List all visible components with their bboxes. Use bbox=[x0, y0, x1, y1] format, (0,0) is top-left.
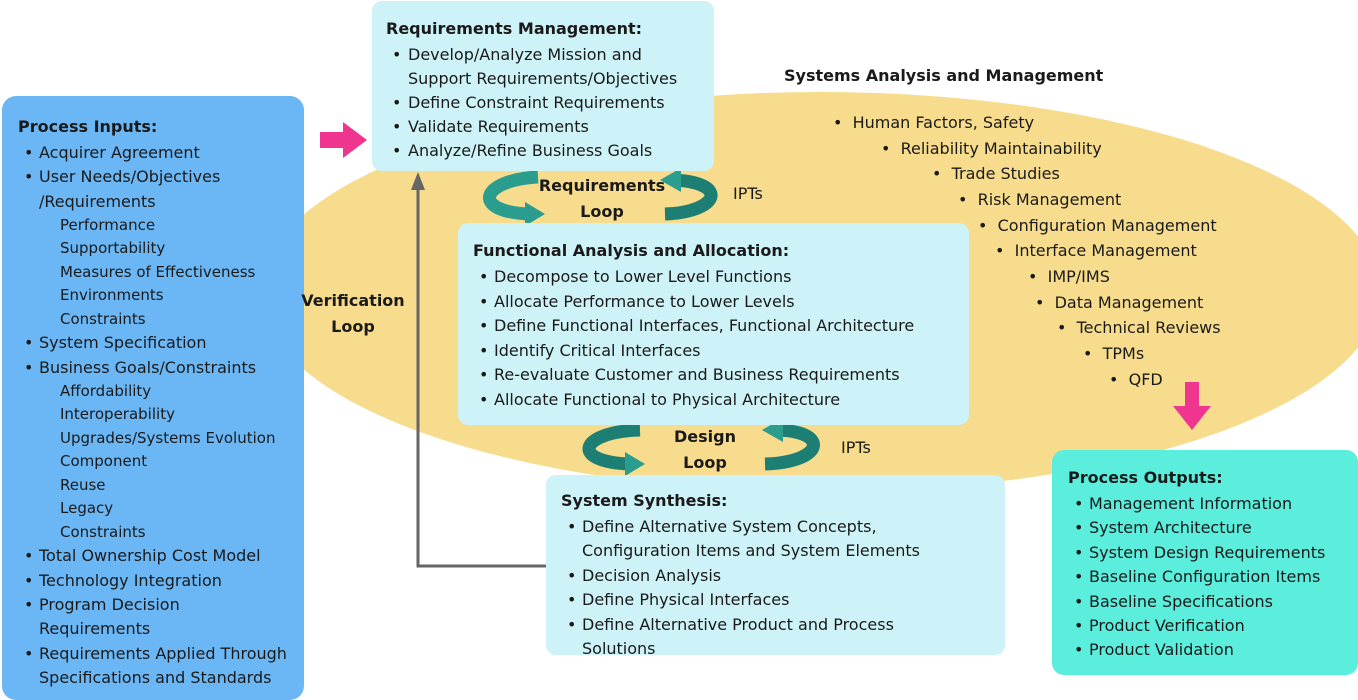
process-outputs-list: Management Information System Architectu… bbox=[1068, 492, 1358, 663]
sam-item: Trade Studies bbox=[932, 164, 1060, 183]
system-synthesis-list: Define Alternative System Concepts, Conf… bbox=[561, 515, 971, 661]
requirements-management-title: Requirements Management: bbox=[386, 19, 643, 38]
functional-analysis-list: Decompose to Lower Level Functions Alloc… bbox=[473, 265, 969, 413]
process-inputs-title: Process Inputs: bbox=[18, 117, 158, 136]
list-item: Allocate Performance to Lower Levels bbox=[473, 290, 969, 315]
ipts-label-top: IPTs bbox=[733, 184, 763, 203]
list-item: System Architecture bbox=[1068, 516, 1358, 541]
list-item: Re-evaluate Customer and Business Requir… bbox=[473, 363, 969, 388]
inputs-to-requirements-arrow bbox=[320, 122, 367, 158]
verification-loop-label: Verification Loop bbox=[301, 291, 405, 336]
list-item: Product Validation bbox=[1068, 638, 1358, 663]
list-item: Define Functional Interfaces, Functional… bbox=[473, 314, 969, 339]
system-synthesis-title: System Synthesis: bbox=[561, 491, 728, 510]
sam-item: QFD bbox=[1109, 370, 1163, 389]
sub-list-item: Affordability bbox=[60, 381, 152, 400]
list-item: Allocate Functional to Physical Architec… bbox=[473, 388, 969, 413]
sub-list-item: Supportability bbox=[60, 239, 166, 258]
list-item: Analyze/Refine Business Goals bbox=[386, 139, 686, 163]
ipts-label-bottom: IPTs bbox=[841, 438, 871, 457]
verification-loop-arrow bbox=[416, 182, 548, 568]
sub-list-item: Measures of Effectiveness bbox=[60, 262, 256, 281]
sam-item: Interface Management bbox=[995, 241, 1197, 260]
sam-item: IMP/IMS bbox=[1028, 267, 1110, 286]
requirements-loop-label: Requirements Loop bbox=[538, 176, 666, 221]
process-inputs-list: Acquirer AgreementUser Needs/Objectives … bbox=[18, 141, 304, 690]
functional-analysis-box: Functional Analysis and Allocation: Deco… bbox=[458, 223, 969, 425]
list-item: Identify Critical Interfaces bbox=[473, 339, 969, 364]
list-item: System Design Requirements bbox=[1068, 541, 1358, 566]
requirements-management-box: Requirements Management: Develop/Analyze… bbox=[372, 1, 714, 171]
list-item: Develop/Analyze Mission and Support Requ… bbox=[386, 43, 686, 91]
sam-item: Technical Reviews bbox=[1057, 318, 1221, 337]
sam-item: Risk Management bbox=[958, 190, 1122, 209]
list-item: Define Constraint Requirements bbox=[386, 91, 686, 115]
list-item: Total Ownership Cost Model bbox=[18, 544, 289, 569]
list-item: Acquirer Agreement bbox=[18, 141, 289, 166]
list-item: Decompose to Lower Level Functions bbox=[473, 265, 969, 290]
list-item: Business Goals/Constraints bbox=[18, 356, 289, 381]
sub-list-item: Constraints bbox=[60, 309, 146, 328]
verification-arrowhead bbox=[411, 172, 425, 190]
requirements-management-list: Develop/Analyze Mission and Support Requ… bbox=[386, 43, 686, 163]
sam-item: TPMs bbox=[1083, 344, 1145, 363]
list-item: Requirements Applied Through Specificati… bbox=[18, 642, 289, 691]
sub-list-item: Upgrades/Systems Evolution bbox=[60, 428, 276, 447]
list-item: Decision Analysis bbox=[561, 564, 971, 589]
process-outputs-box: Process Outputs: Management Information … bbox=[1052, 450, 1358, 675]
list-item: Management Information bbox=[1068, 492, 1358, 517]
process-inputs-box: Process Inputs: Acquirer AgreementUser N… bbox=[2, 96, 304, 700]
requirements-loop-arrows bbox=[483, 168, 718, 226]
sam-item: Data Management bbox=[1035, 293, 1204, 312]
list-item: Define Physical Interfaces bbox=[561, 588, 971, 613]
sub-list-item: Performance bbox=[60, 215, 156, 234]
sam-item: Human Factors, Safety bbox=[833, 113, 1034, 132]
list-item: Product Verification bbox=[1068, 614, 1358, 639]
list-item: Baseline Configuration Items bbox=[1068, 565, 1358, 590]
process-outputs-title: Process Outputs: bbox=[1068, 468, 1223, 487]
systems-analysis-title: Systems Analysis and Management bbox=[784, 66, 1104, 85]
system-synthesis-box: System Synthesis: Define Alternative Sys… bbox=[546, 475, 1005, 658]
list-item: Technology Integration bbox=[18, 569, 289, 594]
sub-list-item: Legacy Constraints bbox=[60, 499, 146, 541]
design-loop-label: Design Loop bbox=[674, 427, 736, 472]
sub-list-item: Interoperability bbox=[60, 405, 175, 424]
to-outputs-arrow bbox=[1173, 382, 1211, 430]
list-item: Program Decision Requirements bbox=[18, 593, 289, 642]
list-item: Define Alternative System Concepts, Conf… bbox=[561, 515, 971, 564]
list-item: System Specification bbox=[18, 331, 289, 356]
functional-analysis-title: Functional Analysis and Allocation: bbox=[473, 241, 790, 260]
sub-list-item: Component Reuse bbox=[60, 452, 148, 494]
sam-item: Reliability Maintainability bbox=[881, 139, 1102, 158]
list-item: User Needs/Objectives /Requirements bbox=[18, 165, 289, 214]
list-item: Define Alternative Product and Process S… bbox=[561, 613, 971, 662]
sub-list-item: Environments bbox=[60, 286, 164, 305]
list-item: Baseline Specifications bbox=[1068, 590, 1358, 615]
sam-item: Configuration Management bbox=[978, 216, 1217, 235]
list-item: Validate Requirements bbox=[386, 115, 686, 139]
